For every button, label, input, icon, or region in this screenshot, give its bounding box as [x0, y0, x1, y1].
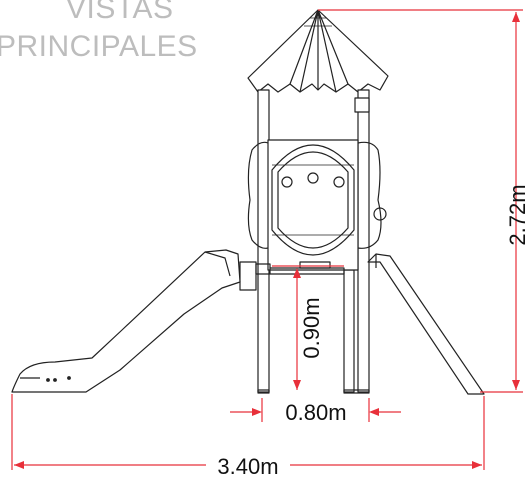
view-title-line2: PRINCIPALES	[0, 30, 198, 63]
view-title-line1: VISTAS	[66, 0, 174, 25]
ladder	[367, 253, 485, 395]
panel	[247, 139, 387, 271]
slide	[11, 249, 241, 393]
label-total-width: 3.40m	[217, 454, 278, 479]
roof	[247, 9, 389, 93]
dim-total-width	[11, 394, 485, 470]
dim-deck-height	[272, 265, 344, 390]
label-deck-height: 0.90m	[299, 297, 324, 358]
dim-height-total	[318, 9, 523, 393]
deck	[239, 261, 345, 291]
label-height-total: 2.72m	[505, 184, 530, 245]
dim-inner-width	[230, 398, 401, 422]
label-inner-width: 0.80m	[285, 400, 346, 425]
